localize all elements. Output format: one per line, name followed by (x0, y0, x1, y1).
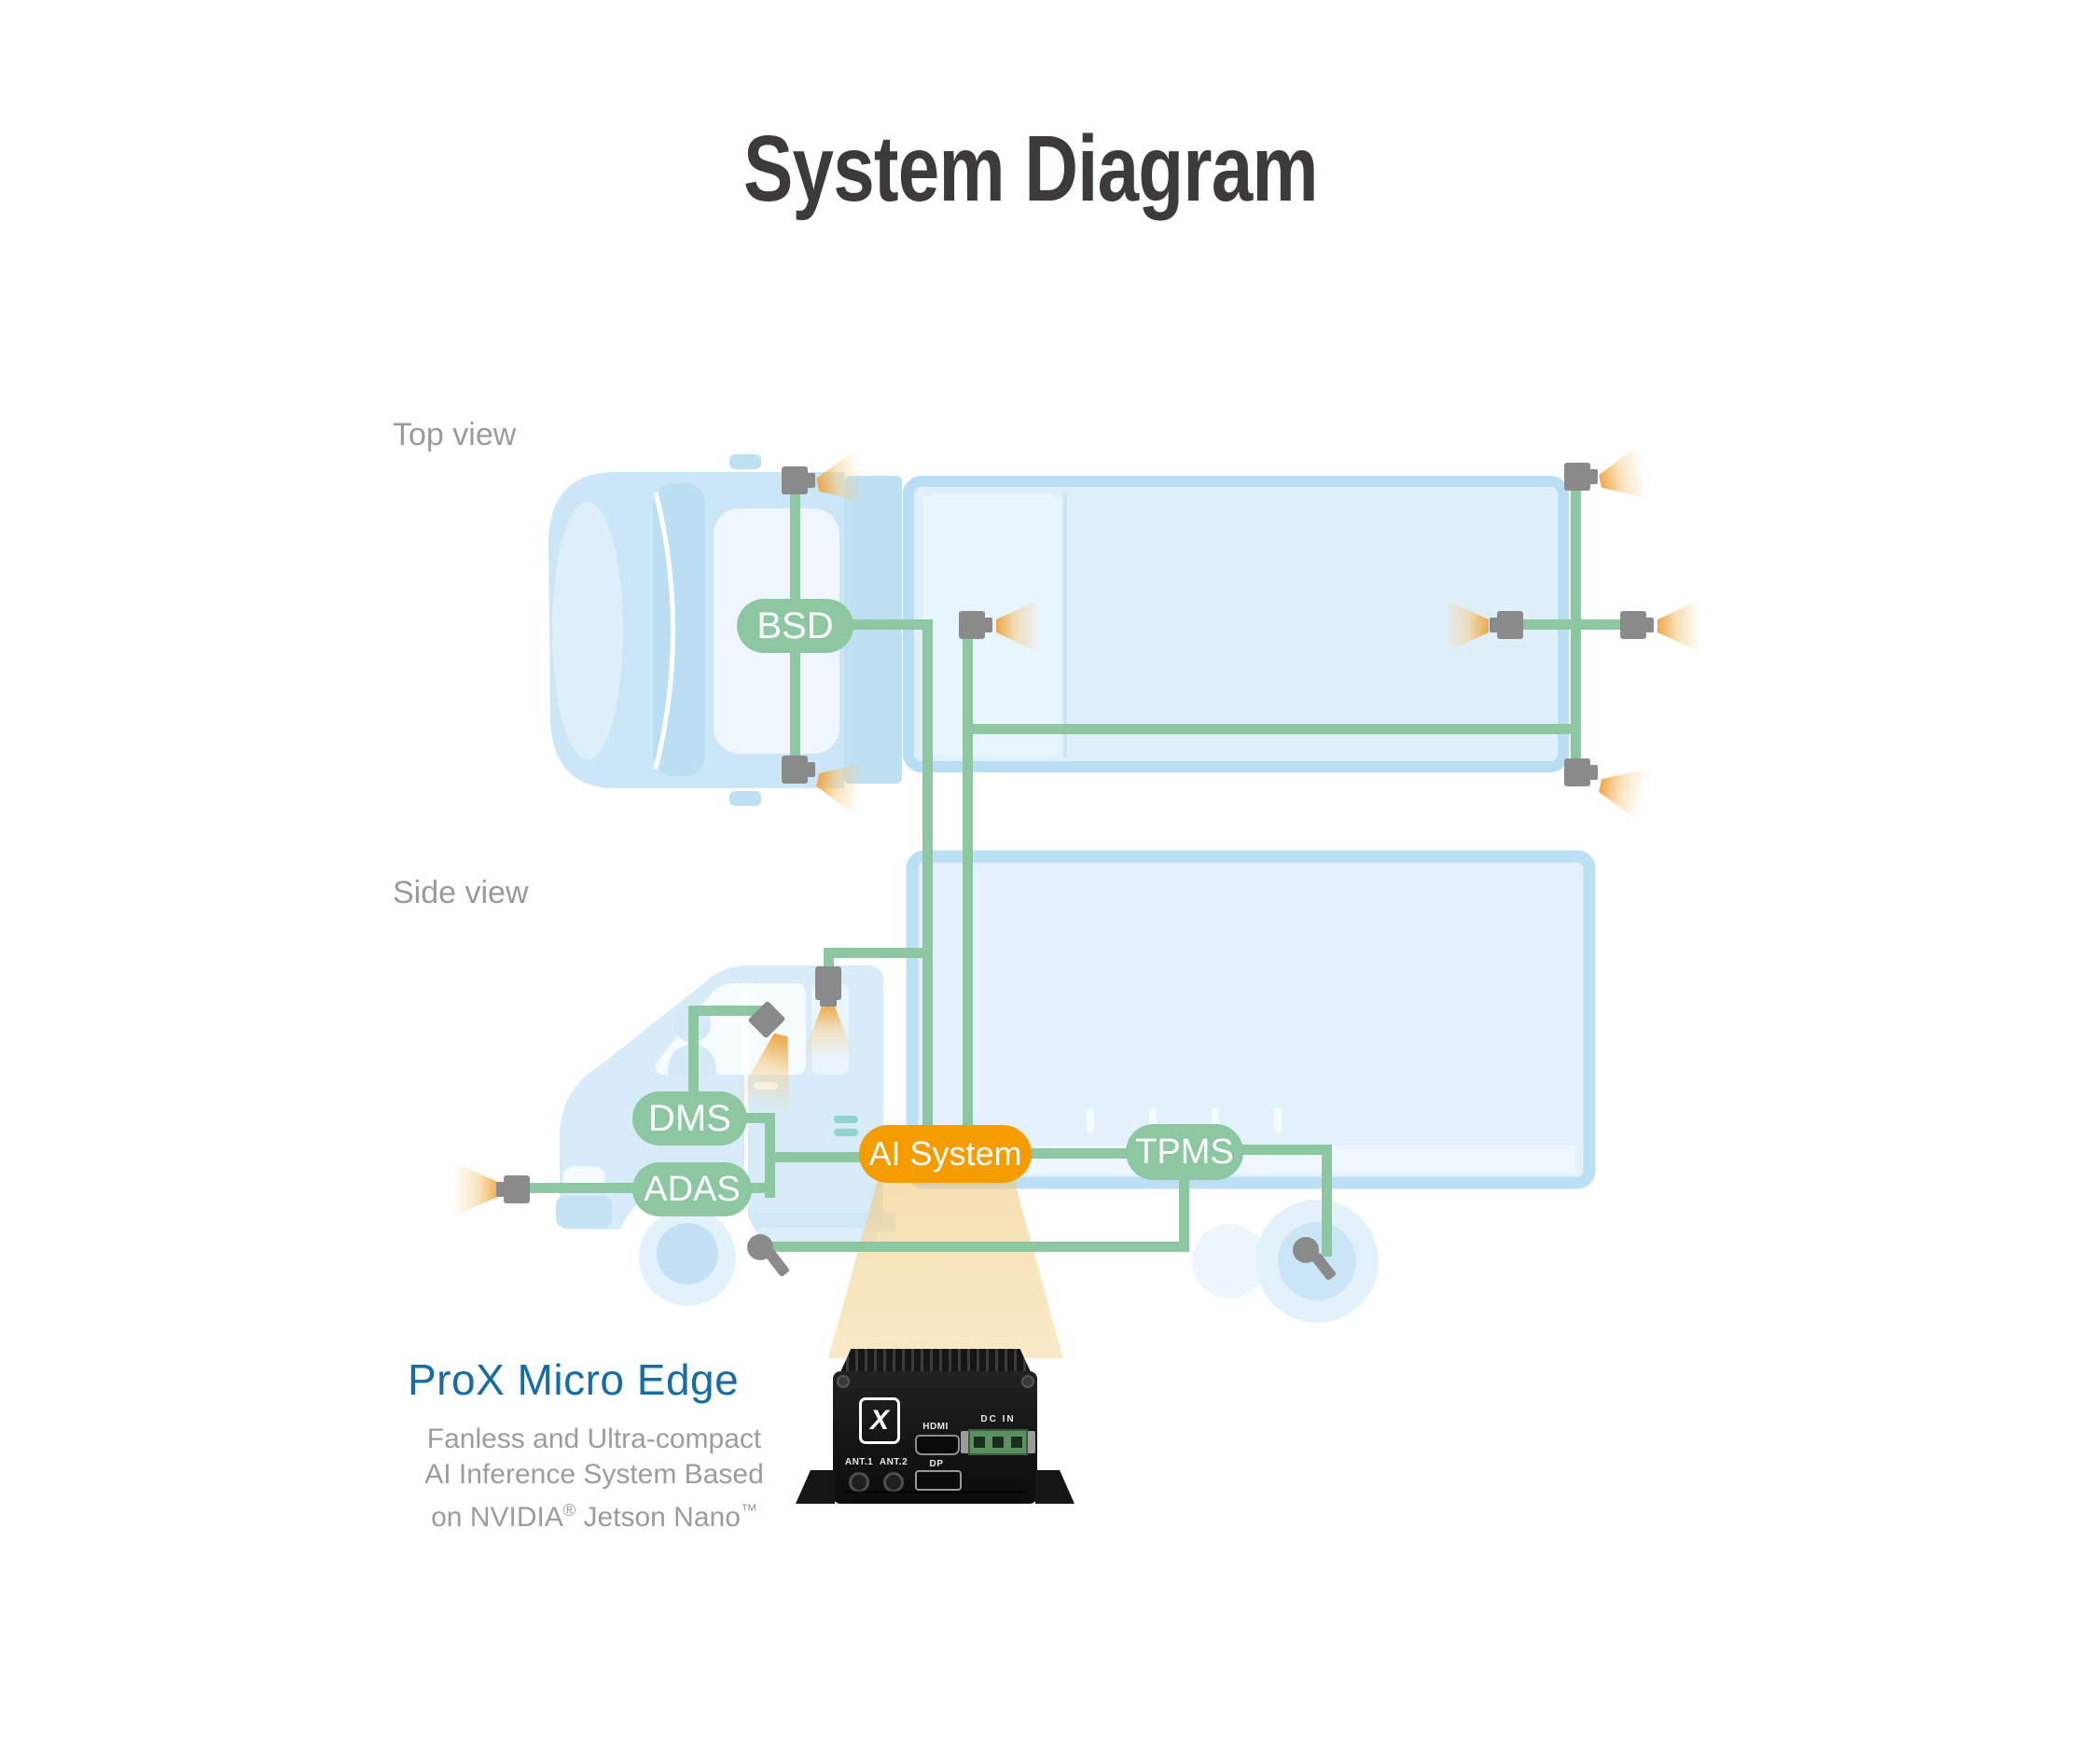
line-ai-tpms (1026, 1148, 1130, 1159)
desc-line3b: Jetson Nano (576, 1502, 741, 1533)
product-name: ProX Micro Edge (408, 1355, 740, 1404)
line-rear-vertical (1571, 480, 1581, 781)
screw-icon (837, 1375, 850, 1388)
line-to-ai (765, 1152, 867, 1162)
camera-icon-rear-left-cab (782, 756, 815, 784)
tpms-label-pill: TPMS (1126, 1124, 1243, 1180)
line-cabincam-v (824, 948, 834, 974)
dp-port (915, 1470, 962, 1491)
desc-line1: Fanless and Ultra-compact (426, 1424, 762, 1454)
line-tpms-rearwheel (1322, 1145, 1332, 1257)
desc-line3a: on NVIDIA (431, 1502, 563, 1533)
product-description: Fanless and Ultra-compact AI Inference S… (384, 1422, 804, 1535)
trademark-mark: ™ (740, 1501, 757, 1520)
ant1-label: ANT.1 (844, 1457, 874, 1467)
adas-label-pill: ADAS (632, 1162, 752, 1216)
camera-icon-cabin-down (815, 966, 841, 1007)
top-view-cab (548, 454, 902, 806)
line-bsd-bottom (790, 647, 800, 774)
line-tpms-frontwheel (765, 1242, 1189, 1252)
desc-line2: AI Inference System Based (424, 1459, 764, 1490)
camera-icon-trailer-front (959, 611, 992, 639)
camera-icon-rear-facing-left (1490, 611, 1523, 639)
antenna-connector (883, 1472, 904, 1493)
registered-mark: ® (562, 1501, 576, 1520)
device-groove (844, 1491, 1027, 1493)
line-dms-right (744, 1113, 775, 1123)
camera-icon-rear-top (1564, 463, 1598, 491)
camera-icon-rear-bottom (1564, 758, 1598, 786)
dc-terminal-block (968, 1429, 1028, 1455)
camera-icon-adas-front (496, 1175, 530, 1203)
line-trailer-long (963, 724, 1581, 734)
device-x-logo: X (859, 1397, 900, 1444)
line-bsd-top (790, 480, 800, 604)
dc-in-label: DC IN (980, 1414, 1016, 1424)
antenna-connector (849, 1472, 869, 1493)
ant2-label: ANT.2 (879, 1457, 908, 1467)
line-dms-elbow-v (688, 1006, 699, 1096)
device-heatsink (839, 1349, 1032, 1374)
dms-label-pill: DMS (632, 1091, 747, 1146)
hdmi-port (915, 1435, 960, 1455)
bsd-label-pill: BSD (737, 599, 853, 653)
line-adas-right (749, 1183, 775, 1193)
terminal-tab (961, 1431, 970, 1453)
line-bus-a (922, 619, 933, 1135)
screw-icon (1021, 1375, 1034, 1388)
line-dms-elbow-h (688, 1006, 768, 1016)
terminal-tab (1026, 1431, 1035, 1453)
line-adas-left (528, 1183, 640, 1193)
line-bus-b (963, 631, 973, 1135)
ai-system-label-pill: AI System (859, 1125, 1032, 1183)
dp-label: DP (929, 1459, 944, 1469)
camera-icon-front-left (782, 466, 815, 494)
line-tpms-down (1179, 1177, 1189, 1247)
hdmi-label: HDMI (922, 1422, 949, 1432)
page-title: System Diagram (743, 117, 1319, 221)
line-bsd-right (850, 619, 933, 630)
line-tpms-right (1239, 1145, 1330, 1155)
top-view-label: Top view (393, 417, 517, 452)
camera-icon-rear-facing-right (1620, 611, 1654, 639)
line-cabincam-h (824, 948, 933, 958)
line-rear-cross (1506, 619, 1637, 630)
side-view-label: Side view (393, 875, 529, 910)
